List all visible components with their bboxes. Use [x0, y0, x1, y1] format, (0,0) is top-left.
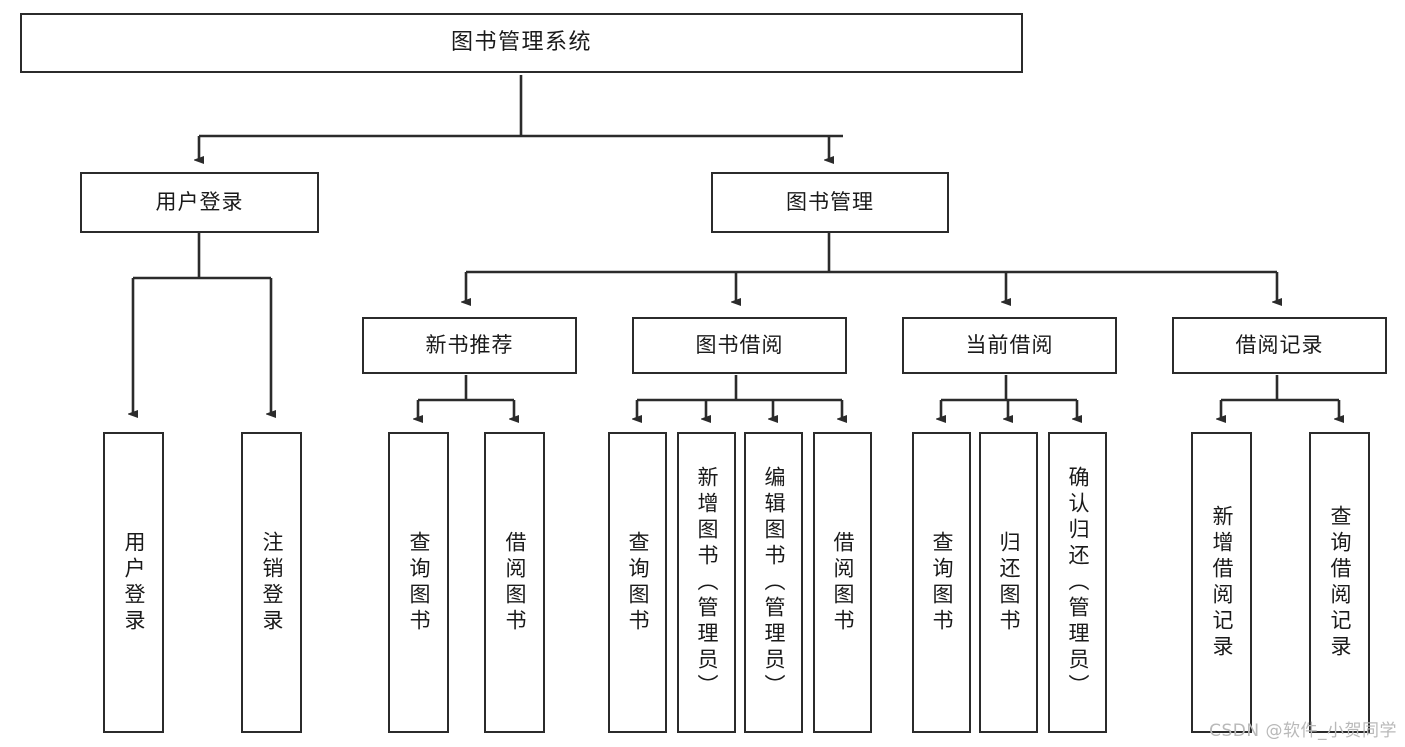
node-label: 借阅记录	[1235, 332, 1324, 357]
leaf-newbooks-query-book[interactable]: 查询图书	[388, 432, 449, 733]
leaf-borrow-lend-book[interactable]: 借阅图书	[813, 432, 872, 733]
node-label: 归还图书	[997, 530, 1021, 635]
node-label: 注销登录	[260, 530, 284, 635]
leaf-records-query-record[interactable]: 查询借阅记录	[1309, 432, 1370, 733]
node-label: 用户登录	[122, 530, 146, 635]
node-label: 确认归还（管理员）	[1066, 465, 1090, 700]
leaf-current-query-book[interactable]: 查询图书	[912, 432, 971, 733]
node-label: 查询借阅记录	[1328, 504, 1352, 661]
node-root-system[interactable]: 图书管理系统	[20, 13, 1023, 73]
csdn-watermark: CSDN @软件_小贺同学	[1209, 721, 1397, 741]
node-book-borrow[interactable]: 图书借阅	[632, 317, 847, 374]
node-label: 图书管理	[786, 189, 874, 214]
node-label: 编辑图书（管理员）	[762, 465, 786, 700]
node-current-borrow[interactable]: 当前借阅	[902, 317, 1117, 374]
leaf-newbooks-borrow-book[interactable]: 借阅图书	[484, 432, 545, 733]
node-book-management[interactable]: 图书管理	[711, 172, 949, 233]
node-label: 查询图书	[626, 530, 650, 635]
node-user-login[interactable]: 用户登录	[80, 172, 319, 233]
leaf-current-return-book[interactable]: 归还图书	[979, 432, 1038, 733]
node-label: 借阅图书	[503, 530, 527, 635]
leaf-current-confirm-return-admin[interactable]: 确认归还（管理员）	[1048, 432, 1107, 733]
node-label: 新增借阅记录	[1210, 504, 1234, 661]
node-label: 图书借阅	[695, 332, 784, 357]
node-label: 新增图书（管理员）	[695, 465, 719, 700]
leaf-borrow-edit-book-admin[interactable]: 编辑图书（管理员）	[744, 432, 803, 733]
leaf-records-add-record[interactable]: 新增借阅记录	[1191, 432, 1252, 733]
node-label: 借阅图书	[831, 530, 855, 635]
leaf-borrow-query-book[interactable]: 查询图书	[608, 432, 667, 733]
node-label: 新书推荐	[425, 332, 514, 357]
node-borrow-records[interactable]: 借阅记录	[1172, 317, 1387, 374]
node-label: 查询图书	[930, 530, 954, 635]
node-label: 用户登录	[155, 189, 244, 214]
leaf-user-logout[interactable]: 注销登录	[241, 432, 302, 733]
node-new-book-recommend[interactable]: 新书推荐	[362, 317, 577, 374]
node-label: 查询图书	[407, 530, 431, 635]
node-label: 当前借阅	[965, 332, 1054, 357]
node-label: 图书管理系统	[450, 29, 592, 55]
leaf-user-login[interactable]: 用户登录	[103, 432, 164, 733]
leaf-borrow-add-book-admin[interactable]: 新增图书（管理员）	[677, 432, 736, 733]
